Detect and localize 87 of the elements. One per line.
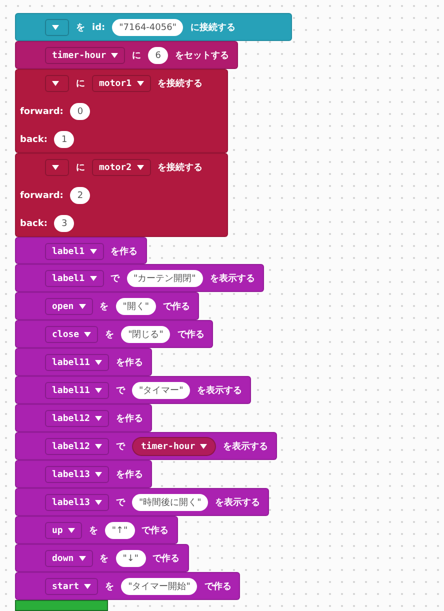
dropdown: motor2	[92, 159, 151, 176]
code-block	[15, 572, 240, 600]
dropdown: label11	[45, 354, 109, 371]
block-text: forward:	[20, 190, 64, 200]
block-text: に	[76, 78, 85, 90]
code-block	[15, 320, 213, 348]
block-text: を	[76, 22, 85, 34]
dropdown: label1	[45, 243, 104, 260]
code-block-bar	[15, 600, 108, 611]
block-text: に接続する	[190, 21, 236, 34]
code-block	[15, 348, 152, 376]
block-text: で作る	[142, 524, 169, 537]
code-block	[15, 264, 264, 292]
code-block	[15, 292, 199, 320]
block-text: を表示する	[210, 272, 255, 285]
block-text: を表示する	[215, 496, 260, 509]
block-text: で作る	[162, 300, 190, 313]
dropdown: label12	[45, 410, 109, 427]
block-text: をセットする	[174, 50, 229, 62]
value-field: "時間後に開く"	[132, 494, 208, 511]
code-block	[15, 404, 152, 432]
block-text: で	[116, 385, 125, 397]
dropdown: motor1	[92, 75, 151, 92]
block-text: を表示する	[197, 384, 242, 397]
dropdown: label12	[45, 438, 109, 455]
dropdown: start	[45, 578, 98, 595]
block-text: を接続する	[158, 161, 203, 174]
dropdown: label11	[45, 382, 109, 399]
code-block	[15, 460, 152, 488]
block-text: で作る	[152, 552, 180, 565]
block-text: を	[105, 581, 114, 593]
code-block	[15, 432, 277, 460]
dropdown: label1	[45, 270, 104, 287]
dropdown	[45, 19, 69, 36]
dropdown: down	[45, 550, 93, 567]
value-field: "カーテン開閉"	[126, 270, 203, 287]
block-text: で	[116, 441, 125, 453]
code-block	[15, 69, 228, 153]
value-field: 3	[54, 215, 74, 232]
value-field: 0	[70, 103, 90, 120]
dropdown: up	[45, 522, 82, 539]
block-text: で作る	[177, 328, 204, 341]
value-field: "閉じる"	[121, 326, 170, 343]
value-field: 2	[70, 187, 90, 204]
dropdown: close	[45, 326, 98, 343]
block-text: forward:	[20, 106, 64, 116]
block-text: を	[88, 525, 98, 537]
dropdown	[45, 159, 69, 176]
block-text: back:	[20, 134, 48, 144]
variable-block: timer-hour	[132, 437, 216, 456]
block-text: を	[100, 301, 109, 313]
value-field: 6	[148, 47, 168, 64]
value-field: 1	[54, 131, 74, 148]
value-field: "タイマー"	[132, 382, 190, 399]
block-text: を作る	[110, 246, 138, 258]
block-text: で	[116, 497, 125, 509]
block-text: を作る	[116, 356, 143, 369]
value-field: "タイマー開始"	[121, 578, 198, 595]
value-field: "7164-4056"	[112, 19, 184, 36]
block-text: を接続する	[158, 77, 203, 90]
code-block	[15, 488, 269, 516]
code-block	[15, 13, 292, 41]
dropdown: open	[45, 298, 93, 315]
block-text: で	[110, 273, 120, 285]
dropdown: label13	[45, 466, 109, 483]
code-block	[15, 376, 251, 404]
block-text: id:	[92, 22, 106, 32]
block-text: を作る	[116, 468, 143, 481]
block-text: で作る	[204, 580, 232, 593]
code-block	[15, 544, 189, 572]
code-block	[15, 41, 238, 69]
dropdown	[45, 75, 69, 92]
dropdown: label13	[45, 494, 109, 511]
code-block	[15, 237, 147, 264]
block-text: を作る	[116, 412, 143, 425]
code-block	[15, 516, 178, 544]
dropdown: timer-hour	[45, 47, 126, 64]
value-field: "開く"	[116, 298, 156, 315]
code-block	[15, 153, 228, 237]
value-field: "↓"	[116, 550, 146, 567]
block-text: を表示する	[223, 440, 268, 453]
block-text: に	[76, 162, 85, 174]
block-text: を	[105, 329, 114, 341]
block-text: back:	[20, 218, 48, 228]
value-field: "↑"	[104, 522, 135, 539]
block-text: を	[100, 553, 109, 565]
block-text: に	[132, 50, 142, 62]
